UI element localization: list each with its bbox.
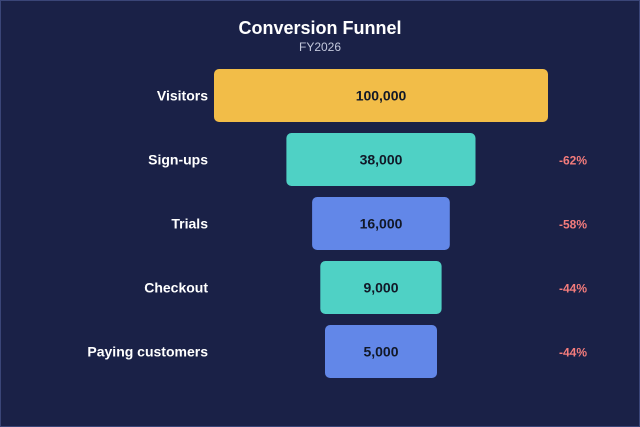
value-label: 38,000: [360, 152, 403, 168]
value-label: 9,000: [363, 280, 398, 296]
drop-rate-label: -44%: [559, 282, 587, 296]
drop-rate-label: -62%: [559, 154, 587, 168]
funnel-bar: [325, 325, 437, 378]
stage-label: Trials: [171, 216, 208, 232]
stage-label: Sign-ups: [148, 152, 208, 168]
value-label: 5,000: [363, 344, 398, 360]
chart-subtitle: FY2026: [299, 40, 341, 54]
funnel-bar: [214, 69, 548, 122]
value-label: 100,000: [356, 88, 407, 104]
drop-rate-label: -58%: [559, 218, 587, 232]
funnel-bar: [286, 133, 476, 186]
chart-title: Conversion Funnel: [238, 18, 401, 38]
stage-label: Checkout: [144, 280, 208, 296]
value-label: 16,000: [360, 216, 403, 232]
stage-label: Paying customers: [87, 344, 208, 360]
stage-label: Visitors: [157, 88, 208, 104]
funnel-bar: [320, 261, 442, 314]
funnel-bar: [312, 197, 450, 250]
drop-rate-label: -44%: [559, 346, 587, 360]
